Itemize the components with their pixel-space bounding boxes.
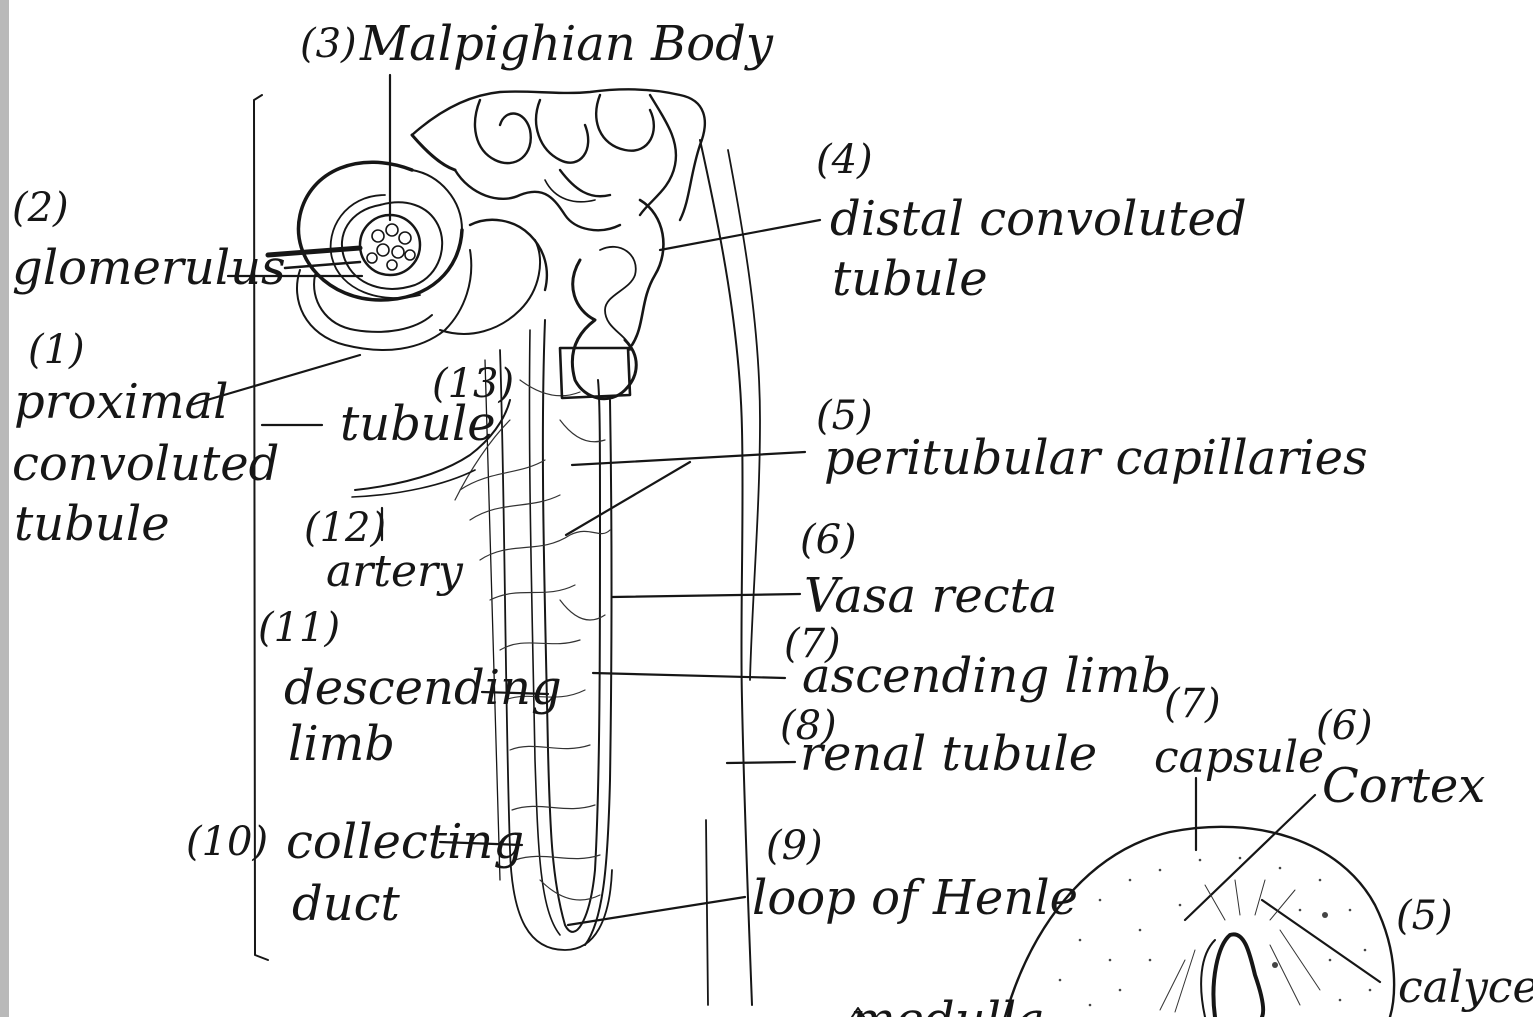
- peritubular-capillaries-label: peritubular capillaries: [824, 434, 1368, 482]
- capsule-label: capsule: [1154, 736, 1324, 780]
- descending-limb-label-line2: limb: [288, 720, 395, 768]
- loop-of-henle-number: (9): [766, 826, 823, 866]
- artery-label: artery: [326, 550, 463, 594]
- pct-number: (1): [28, 330, 85, 370]
- descending-limb-label-line1: descending: [284, 664, 562, 712]
- collecting-duct-label-line1: collecting: [286, 818, 524, 866]
- calyces-label: calyces: [1398, 966, 1533, 1010]
- tubule-label: tubule: [340, 400, 496, 448]
- pct-label-line2: convoluted: [12, 440, 279, 488]
- ascending-limb-label: ascending limb: [802, 652, 1171, 700]
- glomerulus-number: (2): [12, 188, 69, 228]
- calyces-number: (5): [1396, 896, 1453, 936]
- collecting-duct-label-line2: duct: [292, 880, 400, 928]
- dct-label-line1: distal convoluted: [830, 195, 1247, 243]
- malpighian-body-label: Malpighian Body: [360, 20, 773, 68]
- vasa-recta-number: (6): [800, 520, 857, 560]
- descending-limb-number: (11): [258, 608, 340, 648]
- dct-number: (4): [816, 140, 873, 180]
- pct-label-line3: tubule: [14, 500, 170, 548]
- vasa-recta-label: Vasa recta: [804, 572, 1058, 620]
- collecting-duct-tube: [700, 140, 752, 1005]
- capsule-number: (7): [1164, 684, 1221, 724]
- collecting-duct-number: (10): [186, 822, 268, 862]
- medulla-label-partial: medulla: [850, 996, 1045, 1017]
- glomerulus-label: glomerulus: [12, 244, 286, 292]
- loop-of-henle-label: loop of Henle: [752, 874, 1078, 922]
- malpighian-number: (3): [300, 24, 357, 64]
- cortex-label: Cortex: [1322, 762, 1485, 810]
- dct-label-line2: tubule: [832, 255, 988, 303]
- glomerulus-tuft: [360, 215, 420, 275]
- cortex-number: (6): [1316, 706, 1373, 746]
- renal-tubule-label: renal tubule: [800, 730, 1097, 778]
- pct-label-line1: proximal: [14, 378, 228, 426]
- artery-number: (12): [304, 508, 386, 548]
